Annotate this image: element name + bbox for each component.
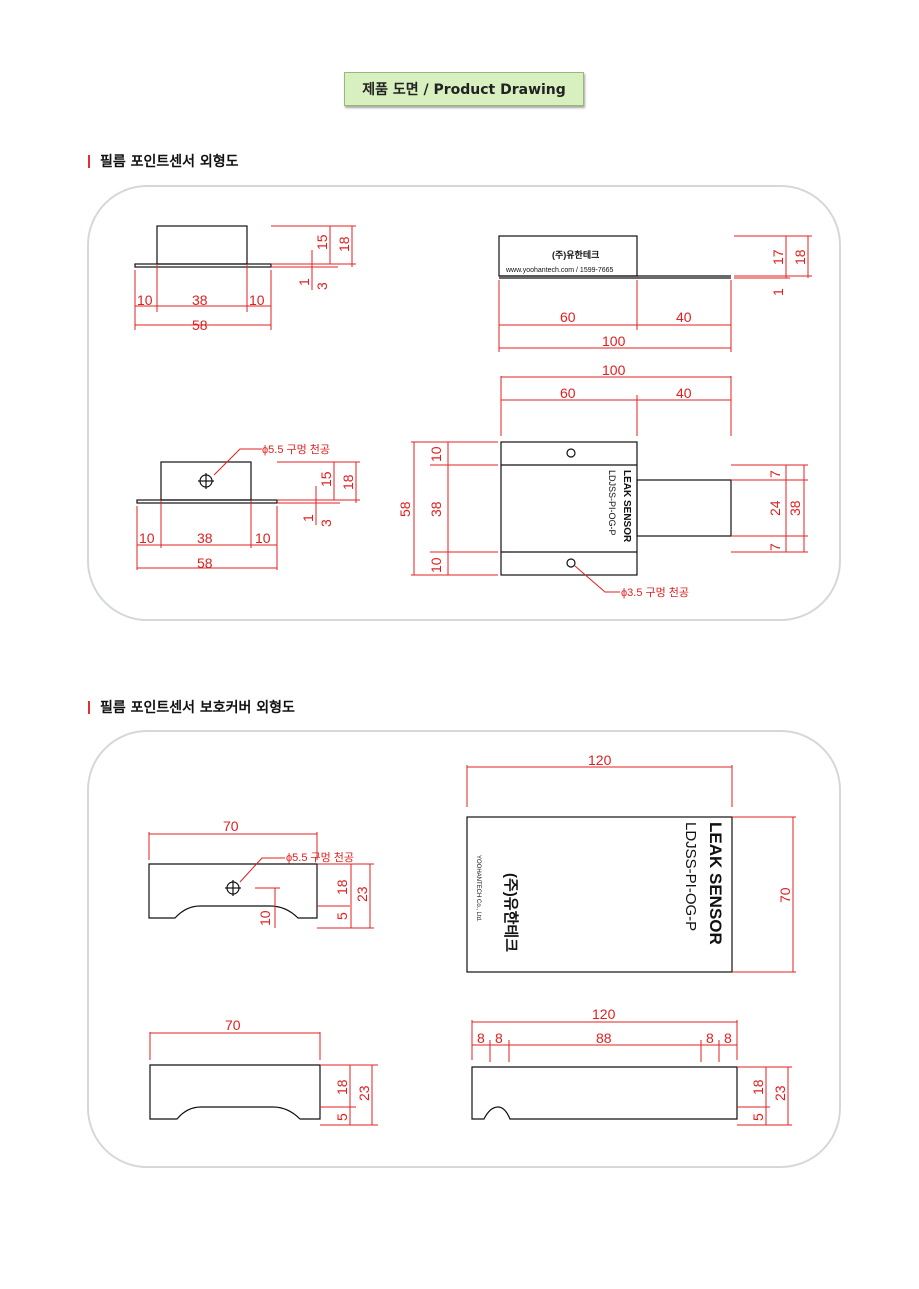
dim-label: 5 [750,1113,766,1121]
dim-label: 58 [397,501,413,517]
dim-label: 10 [139,530,155,546]
dim-label: 23 [356,1085,372,1101]
dim-label: 58 [192,317,208,333]
dim-label: 15 [314,234,330,250]
dim-label: 70 [225,1017,241,1033]
sensor-top-view [500,441,732,576]
dim-label: 23 [354,886,370,902]
section-heading-label: 필름 포인트센서 외형도 [100,154,239,170]
dim-label: 7 [767,470,783,478]
cover-text-model: LDJSS-PI-OG-P [682,822,699,931]
hole-note: ϕ5.5 구멍 천공 [286,850,354,864]
dim-label: 40 [676,385,692,401]
dim-label: 100 [602,333,626,349]
dim-label: 3 [314,282,330,290]
dim-label: 38 [787,500,803,516]
dim-label: 18 [334,879,350,895]
dim-label: 8 [724,1030,732,1046]
dim-label: 10 [257,910,273,926]
dim-label: 18 [336,236,352,252]
hole-note: ϕ5.5 구멍 천공 [262,442,330,456]
dim-label: 100 [602,362,626,378]
dim-label: 60 [560,309,576,325]
dim-label: 38 [428,501,444,517]
cover-drawing-panel [87,730,841,1168]
cover-text-brand: (주)유한테크 [502,873,519,952]
dim-label: 70 [223,818,239,834]
sensor-front-label-view [498,235,731,279]
dim-label: 1 [770,288,786,296]
dim-label: 1 [300,514,316,522]
label-url: www.yoohantech.com / 1599-7665 [505,267,614,274]
dim-label: 58 [197,555,213,571]
dim-label: 10 [137,292,153,308]
dim-label: 8 [706,1030,714,1046]
section-heading-cover: 필름 포인트센서 보호커버 외형도 [88,697,295,717]
dim-label: 120 [592,1006,616,1022]
dim-label: 70 [777,887,793,903]
sensor-text-main: LEAK SENSOR [621,470,632,543]
section-heading-sensor: 필름 포인트센서 외형도 [88,151,239,171]
sensor-drawing-panel [87,185,841,621]
dim-label: 3 [318,519,334,527]
sensor-side-view-top [134,225,272,268]
dim-label: 18 [340,474,356,490]
label-brand: (주)유한테크 [552,249,599,260]
sensor-text-model: LDJSS-PI-OG-P [607,470,617,536]
cover-side-view-a [148,863,318,919]
cover-top-view [466,816,733,973]
page-title: 제품 도면 / Product Drawing [344,72,584,106]
dim-label: 40 [676,309,692,325]
dim-label: 8 [477,1030,485,1046]
dim-label: 18 [750,1079,766,1095]
dim-label: 23 [772,1085,788,1101]
dim-label: 120 [588,752,612,768]
section-heading-label: 필름 포인트센서 보호커버 외형도 [100,700,295,716]
sensor-side-view-bottom [136,461,278,504]
dim-label: 38 [192,292,208,308]
dim-label: 10 [255,530,271,546]
dim-label: 10 [428,446,444,462]
dim-label: 38 [197,530,213,546]
section-marker [88,700,90,714]
cover-text-main: LEAK SENSOR [706,822,725,945]
dim-label: 5 [334,912,350,920]
dim-label: 5 [334,1113,350,1121]
dim-label: 24 [767,500,783,516]
dim-label: 1 [296,278,312,286]
dim-label: 10 [428,557,444,573]
dim-label: 60 [560,385,576,401]
dim-label: 7 [767,543,783,551]
dim-label: 8 [495,1030,503,1046]
dim-label: 88 [596,1030,612,1046]
hole-note: ϕ3.5 구멍 천공 [621,585,689,599]
dim-label: 18 [334,1079,350,1095]
cover-side-view-b [149,1064,321,1120]
cover-text-company: YOOHANTECH Co., Ltd. [475,855,481,922]
dim-label: 18 [792,249,808,265]
dim-label: 17 [770,249,786,265]
dim-label: 15 [318,471,334,487]
dim-label: 10 [249,292,265,308]
cover-front-view [471,1066,738,1120]
section-marker [88,154,90,168]
